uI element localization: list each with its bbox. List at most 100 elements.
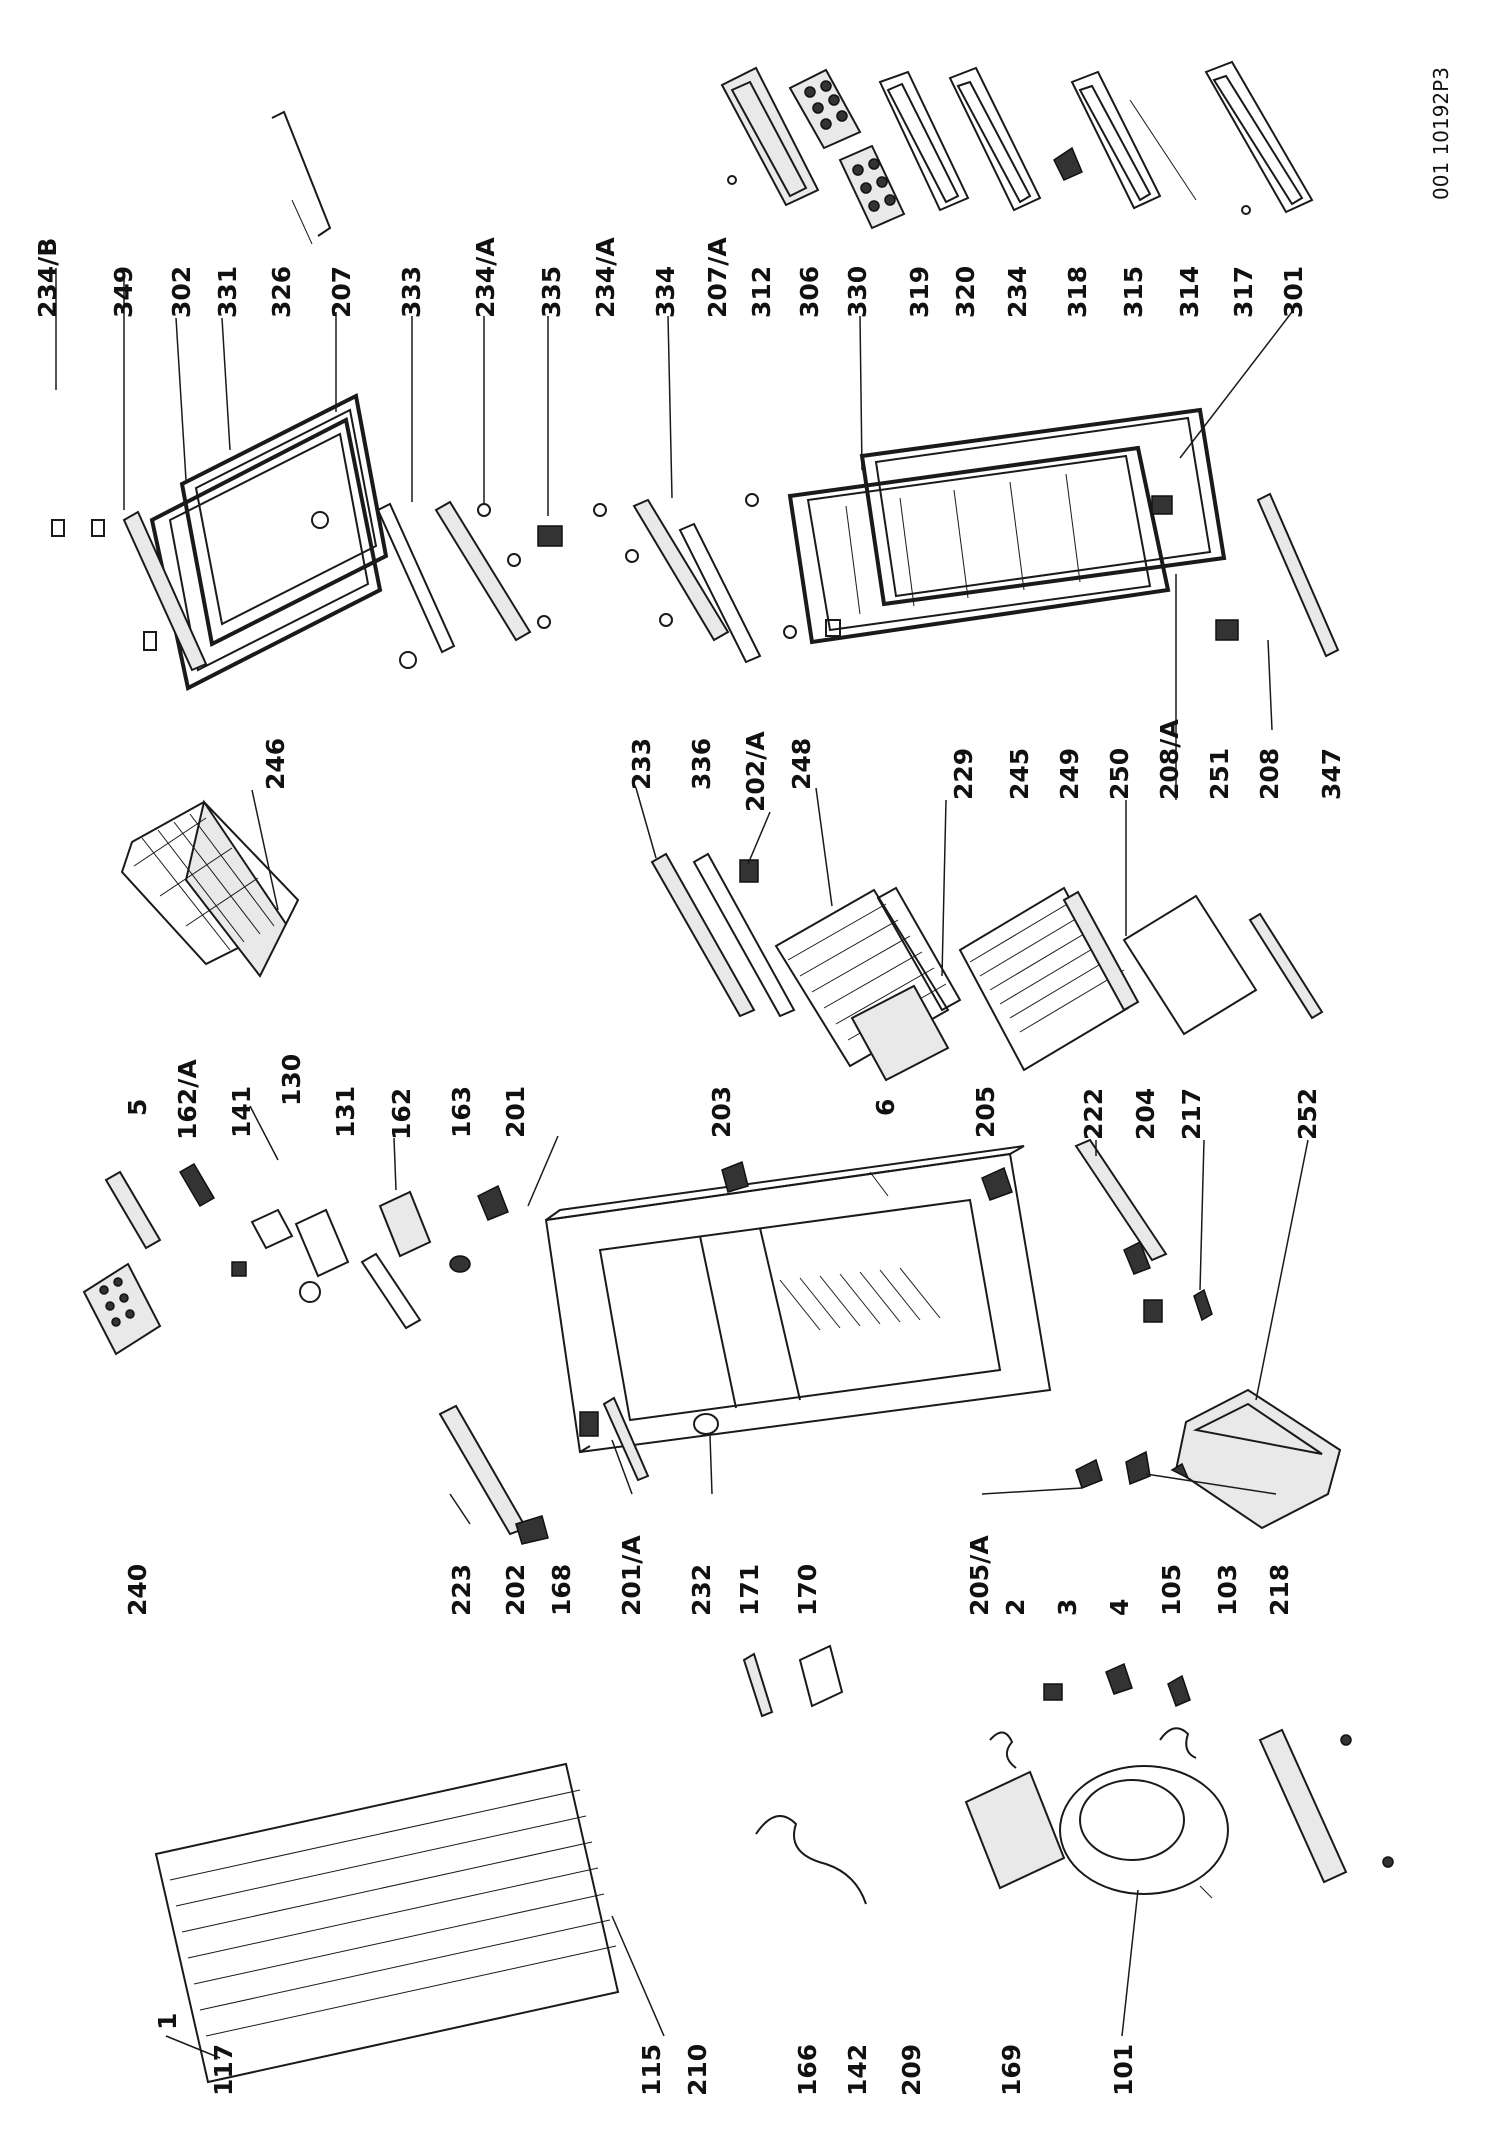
glass-shelf-229 bbox=[850, 886, 962, 1082]
cabinet-parts-right bbox=[721, 1160, 1013, 1201]
door-strip-349 bbox=[122, 510, 208, 672]
shelf-bars-233-336 bbox=[650, 852, 796, 1018]
label-209: 209 bbox=[897, 2044, 926, 2096]
label-208: 208 bbox=[1255, 748, 1284, 800]
label-131: 131 bbox=[331, 1086, 360, 1138]
label-1: 1 bbox=[153, 2013, 182, 2030]
label-234: 234 bbox=[1003, 266, 1032, 318]
label-142: 142 bbox=[843, 2044, 872, 2096]
vegetable-bin bbox=[1174, 1388, 1342, 1530]
tray-169 bbox=[964, 1770, 1066, 1890]
strip-251 bbox=[1248, 912, 1324, 1020]
glass-plate-250 bbox=[1122, 894, 1258, 1036]
handle-326 bbox=[271, 110, 332, 245]
label-103: 103 bbox=[1213, 1564, 1242, 1616]
label-326: 326 bbox=[267, 266, 296, 318]
label-207: 207 bbox=[327, 266, 356, 318]
label-312: 312 bbox=[747, 266, 776, 318]
egg-tray-306 bbox=[788, 68, 862, 150]
strip-347 bbox=[1256, 492, 1340, 658]
label-204: 204 bbox=[1131, 1088, 1160, 1140]
label-234B: 234/B bbox=[33, 238, 62, 318]
label-335: 335 bbox=[537, 266, 566, 318]
label-169: 169 bbox=[997, 2044, 1026, 2096]
pipes-and-small-parts bbox=[742, 1644, 1197, 1905]
label-232: 232 bbox=[687, 1564, 716, 1616]
label-223: 223 bbox=[447, 1564, 476, 1616]
label-245: 245 bbox=[1005, 748, 1034, 800]
label-334: 334 bbox=[651, 266, 680, 318]
small-parts-top-right bbox=[727, 99, 1251, 215]
label-141: 141 bbox=[227, 1086, 256, 1138]
label-347: 347 bbox=[1317, 748, 1346, 800]
door-balcony-301 bbox=[1204, 60, 1314, 214]
door-balcony-330 bbox=[878, 70, 970, 212]
label-229: 229 bbox=[949, 748, 978, 800]
label-6: 6 bbox=[871, 1099, 900, 1116]
door-balcony-312 bbox=[720, 66, 820, 207]
label-234A-2: 234/A bbox=[591, 237, 620, 318]
label-4: 4 bbox=[1105, 1599, 1134, 1616]
label-205A: 205/A bbox=[965, 1535, 994, 1616]
egg-tray-319 bbox=[838, 144, 906, 230]
label-117: 117 bbox=[209, 2044, 238, 2096]
wire-shelf-245 bbox=[958, 886, 1130, 1072]
label-252: 252 bbox=[1293, 1088, 1322, 1140]
wire-shelf-248 bbox=[774, 888, 950, 1068]
label-115: 115 bbox=[637, 2044, 666, 2096]
bars-334 bbox=[632, 498, 762, 664]
hinge-pins-top bbox=[51, 511, 417, 669]
label-171: 171 bbox=[735, 1564, 764, 1616]
label-302: 302 bbox=[167, 266, 196, 318]
label-240: 240 bbox=[123, 1564, 152, 1616]
label-349: 349 bbox=[109, 266, 138, 318]
label-331: 331 bbox=[213, 266, 242, 318]
small-clips-center bbox=[477, 503, 563, 629]
label-330: 330 bbox=[843, 266, 872, 318]
label-246: 246 bbox=[261, 738, 290, 790]
cabinet-parts-left bbox=[438, 1404, 719, 1545]
label-208A: 208/A bbox=[1155, 719, 1184, 800]
label-205: 205 bbox=[971, 1086, 1000, 1138]
label-207A: 207/A bbox=[703, 237, 732, 318]
label-306: 306 bbox=[795, 266, 824, 318]
label-203: 203 bbox=[707, 1086, 736, 1138]
fridge-cabinet bbox=[544, 1145, 1052, 1482]
label-202: 202 bbox=[501, 1564, 530, 1616]
label-301: 301 bbox=[1279, 266, 1308, 318]
condenser-117 bbox=[154, 1762, 620, 2084]
bars-333 bbox=[376, 500, 532, 654]
support-rail bbox=[1258, 1728, 1394, 1884]
label-170: 170 bbox=[793, 1564, 822, 1616]
label-314: 314 bbox=[1175, 266, 1204, 318]
label-250: 250 bbox=[1105, 748, 1134, 800]
label-336: 336 bbox=[687, 738, 716, 790]
label-217: 217 bbox=[1177, 1088, 1206, 1140]
label-101: 101 bbox=[1109, 2044, 1138, 2096]
label-3: 3 bbox=[1053, 1599, 1082, 1616]
strip-249 bbox=[1062, 890, 1140, 1012]
label-105: 105 bbox=[1157, 1564, 1186, 1616]
door-balcony-315 bbox=[1070, 70, 1162, 210]
part-labels: 234/B 349 302 331 326 207 333 234/A 335 … bbox=[33, 237, 1346, 2096]
small-parts-205A bbox=[1075, 1450, 1190, 1489]
label-201: 201 bbox=[501, 1086, 530, 1138]
label-201A: 201/A bbox=[617, 1535, 646, 1616]
label-210: 210 bbox=[683, 2044, 712, 2096]
label-233: 233 bbox=[627, 738, 656, 790]
label-317: 317 bbox=[1229, 266, 1258, 318]
label-315: 315 bbox=[1119, 266, 1148, 318]
label-319: 319 bbox=[905, 266, 934, 318]
label-202A: 202/A bbox=[741, 731, 770, 812]
compressor-101 bbox=[1059, 1765, 1229, 1899]
basket-246 bbox=[120, 799, 300, 978]
label-249: 249 bbox=[1055, 748, 1084, 800]
label-248: 248 bbox=[787, 738, 816, 790]
control-parts-upper bbox=[104, 1162, 509, 1330]
label-222: 222 bbox=[1079, 1088, 1108, 1140]
drip-tray-222 bbox=[1074, 1138, 1213, 1323]
leader-lines bbox=[55, 268, 1309, 2059]
fridge-door-208A bbox=[787, 407, 1227, 645]
label-162: 162 bbox=[387, 1088, 416, 1140]
